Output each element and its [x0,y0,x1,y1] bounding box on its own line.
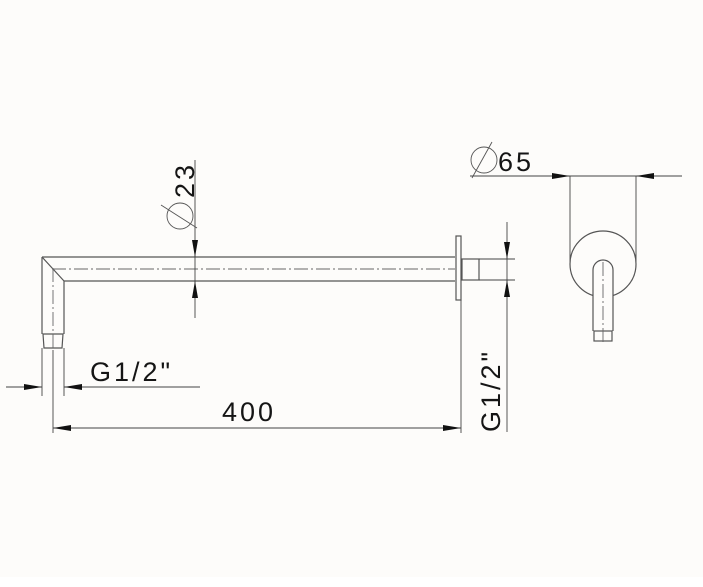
inlet-thread-label: G1/2" [476,349,506,432]
diameter-23-label: 23 [170,162,200,198]
outlet-thread-dimension: G1/2" [6,348,200,396]
diameter-65-label: 65 [498,147,534,177]
inlet-thread-dimension: G1/2" [476,222,515,432]
arm-front [592,259,614,344]
outlet-thread-label: G1/2" [90,357,173,387]
diameter-65-dimension: 65 [470,141,682,264]
length-400-dimension: 400 [52,300,462,433]
wall-flange [455,235,462,301]
shower-arm-outline [41,256,455,349]
diameter-23-dimension: 23 [160,160,200,318]
length-400-label: 400 [222,397,276,427]
side-view: 23 G1/2" 400 G1/2" [6,160,515,433]
front-view: 65 [470,141,682,344]
inlet-nipple [461,258,480,281]
